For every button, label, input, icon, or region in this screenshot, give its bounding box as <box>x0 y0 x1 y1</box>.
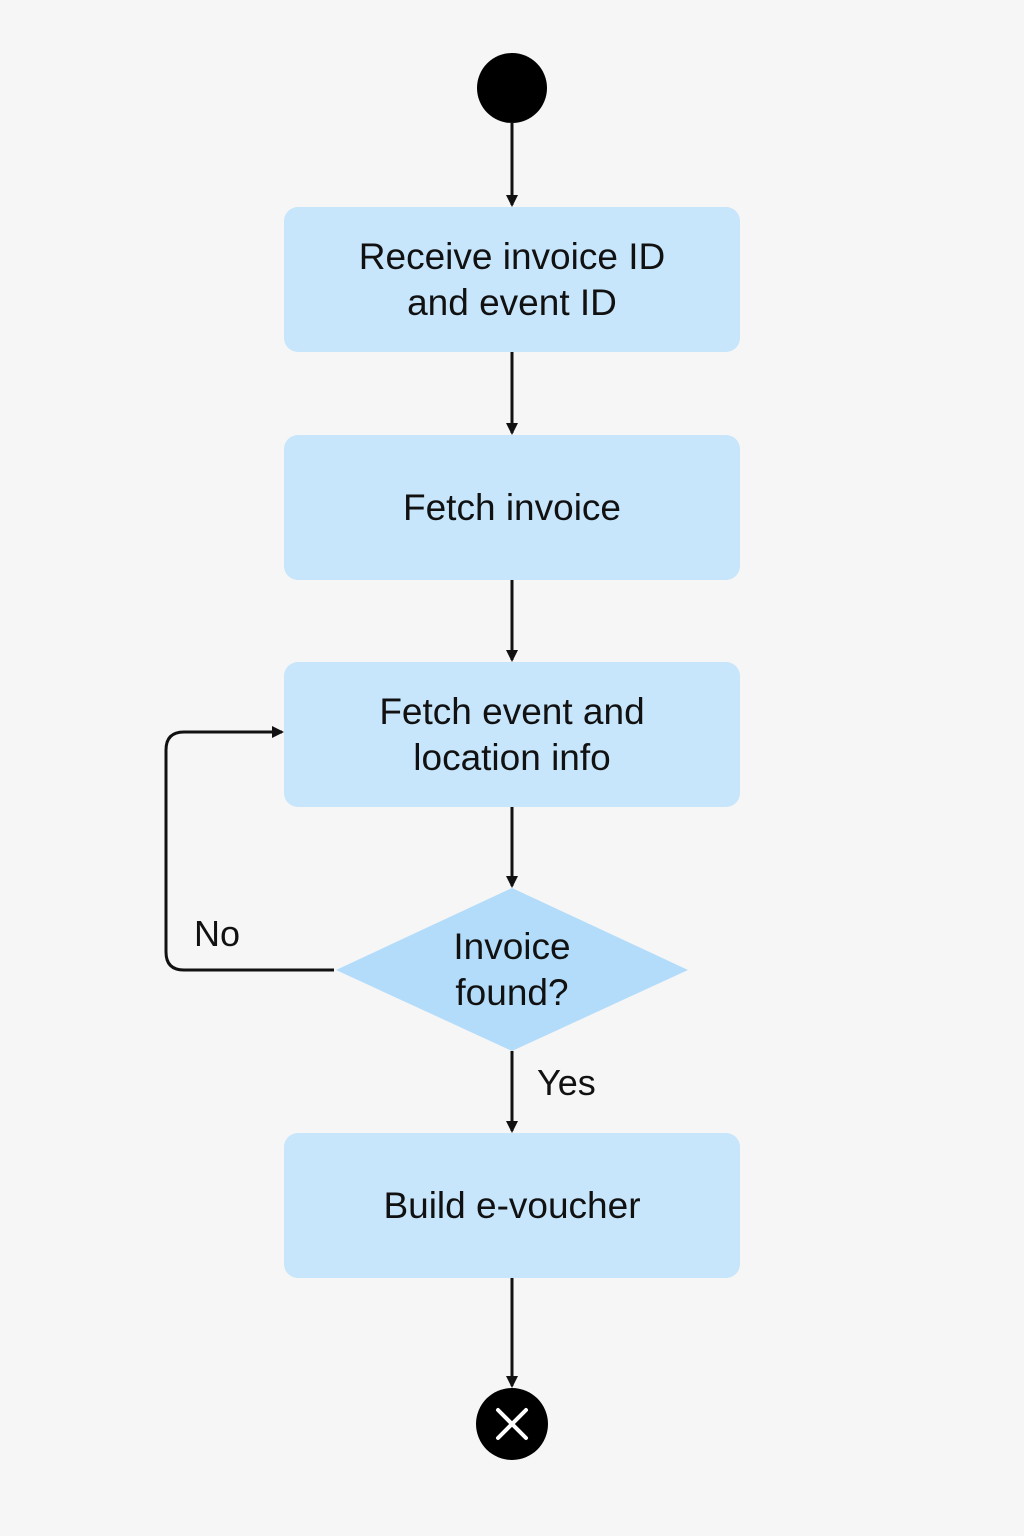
action-fetch-invoice-label: Fetch invoice <box>403 486 621 528</box>
decision-diamond <box>336 888 688 1051</box>
action-build-e-voucher-label: Build e-voucher <box>383 1184 641 1226</box>
end-node <box>476 1388 548 1460</box>
action-fetch-event-location: Fetch event and location info <box>284 662 740 807</box>
branch-label-no: No <box>194 913 241 954</box>
arrow-no-loop-back <box>164 726 334 972</box>
branch-label-yes: Yes <box>537 1062 596 1103</box>
action-receive-ids: Receive invoice ID and event ID <box>284 207 740 352</box>
action-build-e-voucher: Build e-voucher <box>284 1133 740 1278</box>
action-fetch-event-location-label: Fetch event and location info <box>379 690 645 778</box>
action-fetch-invoice: Fetch invoice <box>284 435 740 580</box>
action-receive-ids-label: Receive invoice ID and event ID <box>358 235 666 323</box>
start-node <box>477 53 547 123</box>
decision-label: Invoice found? <box>453 926 571 1013</box>
